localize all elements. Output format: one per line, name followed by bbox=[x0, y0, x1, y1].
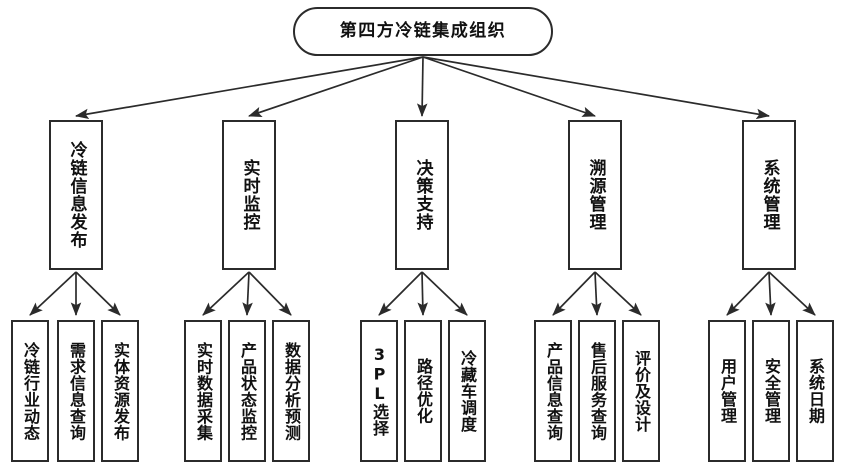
edge-branch-1-to-child-1 bbox=[29, 271, 77, 316]
branch-3-child-2-label: 路径优化 bbox=[414, 358, 433, 424]
branch-5-child-2-label: 安全管理 bbox=[762, 358, 781, 424]
branch-1-child-3-label: 实体资源发布 bbox=[111, 341, 130, 441]
branch-5-child-2-node[interactable]: 安全管理 bbox=[752, 320, 790, 462]
edge-branch-2-to-child-2 bbox=[242, 271, 253, 317]
edge-branch-5-to-child-1 bbox=[726, 271, 770, 316]
edge-branch-2-to-child-3 bbox=[248, 271, 292, 316]
root-node[interactable]: 第四方冷链集成组织 bbox=[293, 7, 553, 56]
branch-1-node[interactable]: 冷链信息发布 bbox=[49, 120, 103, 270]
branch-3-child-2-node[interactable]: 路径优化 bbox=[404, 320, 442, 462]
edge-root-to-branch-3 bbox=[416, 56, 428, 118]
branch-4-child-2-label: 售后服务查询 bbox=[588, 341, 607, 441]
branch-2-node[interactable]: 实时监控 bbox=[222, 120, 276, 270]
branch-2-label: 实时监控 bbox=[239, 159, 260, 231]
edge-branch-1-to-child-3 bbox=[75, 271, 121, 316]
edge-branch-3-to-child-1 bbox=[378, 271, 423, 316]
root-node-label: 第四方冷链集成组织 bbox=[339, 20, 507, 41]
edge-root-to-branch-4 bbox=[422, 56, 596, 117]
branch-5-child-3-node[interactable]: 系统日期 bbox=[796, 320, 834, 462]
branch-5-child-3-label: 系统日期 bbox=[806, 358, 825, 424]
branch-2-child-2-node[interactable]: 产品状态监控 bbox=[228, 320, 266, 462]
edge-branch-4-to-child-2 bbox=[591, 271, 602, 317]
branch-3-label: 决策支持 bbox=[412, 159, 433, 231]
branch-4-child-1-node[interactable]: 产品信息查询 bbox=[534, 320, 572, 462]
branch-5-node[interactable]: 系统管理 bbox=[742, 120, 796, 270]
edge-branch-2-to-child-1 bbox=[202, 271, 250, 316]
branch-3-child-3-node[interactable]: 冷藏车调度 bbox=[448, 320, 486, 462]
branch-5-child-1-node[interactable]: 用户管理 bbox=[708, 320, 746, 462]
branch-1-child-1-node[interactable]: 冷链行业动态 bbox=[11, 320, 49, 462]
branch-1-child-1-label: 冷链行业动态 bbox=[21, 341, 40, 441]
edge-branch-4-to-child-3 bbox=[594, 271, 642, 316]
edge-branch-3-to-child-3 bbox=[421, 271, 468, 316]
branch-2-child-3-label: 数据分析预测 bbox=[282, 341, 301, 441]
branch-4-child-3-label: 评价及设计 bbox=[632, 349, 651, 433]
branch-4-child-2-node[interactable]: 售后服务查询 bbox=[578, 320, 616, 462]
branch-3-child-1-label: 3PL选择 bbox=[370, 345, 389, 437]
branch-1-child-2-node[interactable]: 需求信息查询 bbox=[57, 320, 95, 462]
branch-1-child-3-node[interactable]: 实体资源发布 bbox=[101, 320, 139, 462]
edge-root-to-branch-2 bbox=[248, 56, 424, 117]
branch-2-child-1-node[interactable]: 实时数据采集 bbox=[184, 320, 222, 462]
branch-5-label: 系统管理 bbox=[759, 159, 780, 231]
branch-2-child-2-label: 产品状态监控 bbox=[238, 341, 257, 441]
branch-1-child-2-label: 需求信息查询 bbox=[67, 341, 86, 441]
branch-1-label: 冷链信息发布 bbox=[66, 141, 87, 249]
branch-2-child-1-label: 实时数据采集 bbox=[194, 341, 213, 441]
branch-3-node[interactable]: 决策支持 bbox=[395, 120, 449, 270]
branch-4-child-3-node[interactable]: 评价及设计 bbox=[622, 320, 660, 462]
edge-root-to-branch-5 bbox=[422, 56, 771, 120]
branch-4-label: 溯源管理 bbox=[585, 159, 606, 231]
branch-3-child-1-node[interactable]: 3PL选择 bbox=[360, 320, 398, 462]
edge-root-to-branch-1 bbox=[74, 56, 424, 120]
branch-3-child-3-label: 冷藏车调度 bbox=[458, 349, 477, 433]
edge-branch-5-to-child-3 bbox=[768, 271, 816, 316]
branch-5-child-1-label: 用户管理 bbox=[718, 358, 737, 424]
branch-4-node[interactable]: 溯源管理 bbox=[568, 120, 622, 270]
edge-branch-4-to-child-1 bbox=[552, 271, 596, 316]
branch-4-child-1-label: 产品信息查询 bbox=[544, 341, 563, 441]
branch-2-child-3-node[interactable]: 数据分析预测 bbox=[272, 320, 310, 462]
edge-branch-3-to-child-2 bbox=[417, 271, 428, 317]
edge-branch-5-to-child-2 bbox=[765, 271, 776, 317]
